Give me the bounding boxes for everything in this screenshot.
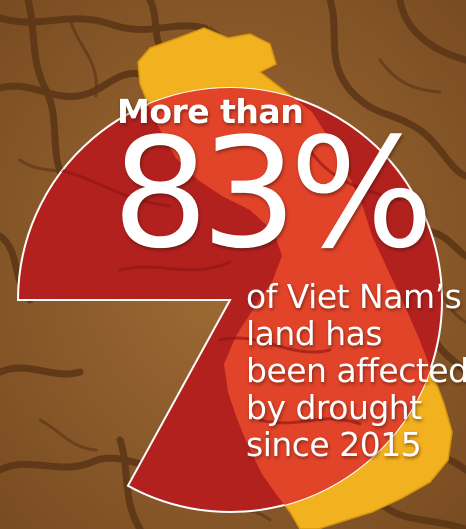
headline-percentage: 83% xyxy=(112,105,434,282)
headline-body-line: land has xyxy=(246,314,383,353)
pie-cracks xyxy=(58,148,402,426)
headline-body-line: been affected xyxy=(246,351,466,390)
vietnam-map-inside-pie xyxy=(138,88,442,513)
headline-body-line: of Viet Nam’s xyxy=(246,277,462,316)
headline-body: of Viet Nam’s land has been affected by … xyxy=(246,278,466,463)
headline-body-line: since 2015 xyxy=(246,425,422,464)
headline-intro: More than xyxy=(117,92,304,131)
headline-body-line: by drought xyxy=(246,388,422,427)
